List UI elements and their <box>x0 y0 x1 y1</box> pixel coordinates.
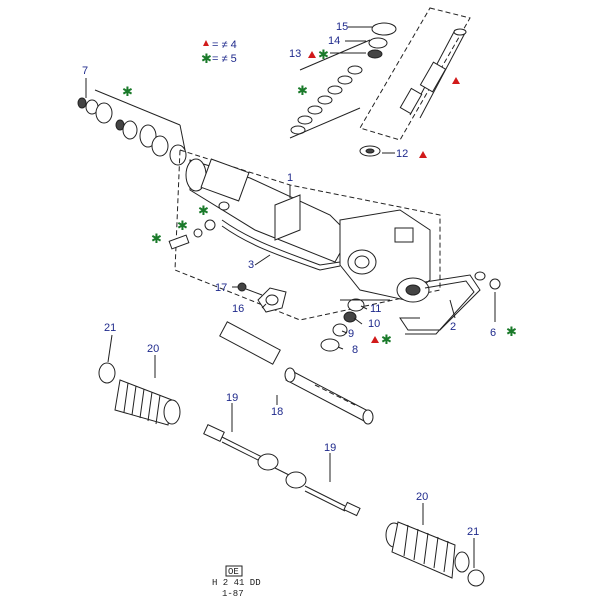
code-line-2: H 2 41 DD <box>212 578 261 588</box>
callout-18: 18 <box>271 406 283 418</box>
star-marker-icon: ✱ <box>297 84 308 99</box>
star-marker-icon: ✱ <box>151 232 162 247</box>
triangle-marker-icon <box>452 77 460 84</box>
callout-20b: 20 <box>416 491 428 503</box>
code-line-1: OE <box>228 567 239 577</box>
rack-bar <box>219 321 374 425</box>
callout-15: 15 <box>336 21 348 33</box>
drawing-code: OE H 2 41 DD 1-87 <box>212 565 261 599</box>
legend-star-text: = ≠ 5 <box>212 53 237 65</box>
callout-21a: 21 <box>104 322 116 334</box>
boot-left <box>98 362 181 426</box>
legend-triangle-text: = ≠ 4 <box>212 39 237 51</box>
callout-16: 16 <box>232 303 244 315</box>
star-marker-icon: ✱ <box>506 325 517 340</box>
yoke-parts: ✱ <box>320 298 392 352</box>
callout-1: 1 <box>287 172 293 184</box>
code-line-3: 1-87 <box>222 589 244 599</box>
callout-3: 3 <box>248 259 254 271</box>
callout-17: 17 <box>215 282 227 294</box>
rack-housing <box>174 149 441 321</box>
callout-numbers: 1 2 3 6 7 8 9 10 11 12 13 14 15 16 17 18… <box>82 21 496 538</box>
star-marker-icon: ✱ <box>122 85 133 100</box>
legend: = ≠ 4 ✱ = ≠ 5 <box>201 39 237 67</box>
callout-12: 12 <box>396 148 408 160</box>
callout-19b: 19 <box>324 442 336 454</box>
callout-11: 11 <box>370 303 381 315</box>
triangle-marker-icon <box>308 51 316 58</box>
callout-7: 7 <box>82 65 88 77</box>
star-symbol-icon: ✱ <box>201 52 212 67</box>
star-marker-icon: ✱ <box>198 204 209 219</box>
callout-2: 2 <box>450 321 456 333</box>
star-marker-icon: ✱ <box>318 48 329 63</box>
callout-14: 14 <box>328 35 340 47</box>
fluid-pipes: ✱ ✱ ✱ ✱ <box>151 201 517 340</box>
callout-19a: 19 <box>226 392 238 404</box>
leader-lines <box>85 26 496 568</box>
boot-right <box>385 521 485 587</box>
cover-plate <box>237 282 287 313</box>
triangle-marker-icon <box>371 336 379 343</box>
pinion-shaft-assembly <box>359 7 471 141</box>
triangle-marker-icon <box>419 151 427 158</box>
callout-10: 10 <box>368 318 380 330</box>
callout-20a: 20 <box>147 343 159 355</box>
seal-stack: ✱ ✱ <box>289 22 427 158</box>
callout-8: 8 <box>352 344 358 356</box>
callout-9: 9 <box>348 328 354 340</box>
left-bearing-set: ✱ <box>77 85 187 166</box>
callout-6: 6 <box>490 327 496 339</box>
triangle-symbol-icon <box>203 40 209 46</box>
star-marker-icon: ✱ <box>381 333 392 348</box>
callout-21b: 21 <box>467 526 479 538</box>
callout-13: 13 <box>289 48 301 60</box>
star-marker-icon: ✱ <box>177 219 188 234</box>
tie-rods <box>203 424 361 517</box>
